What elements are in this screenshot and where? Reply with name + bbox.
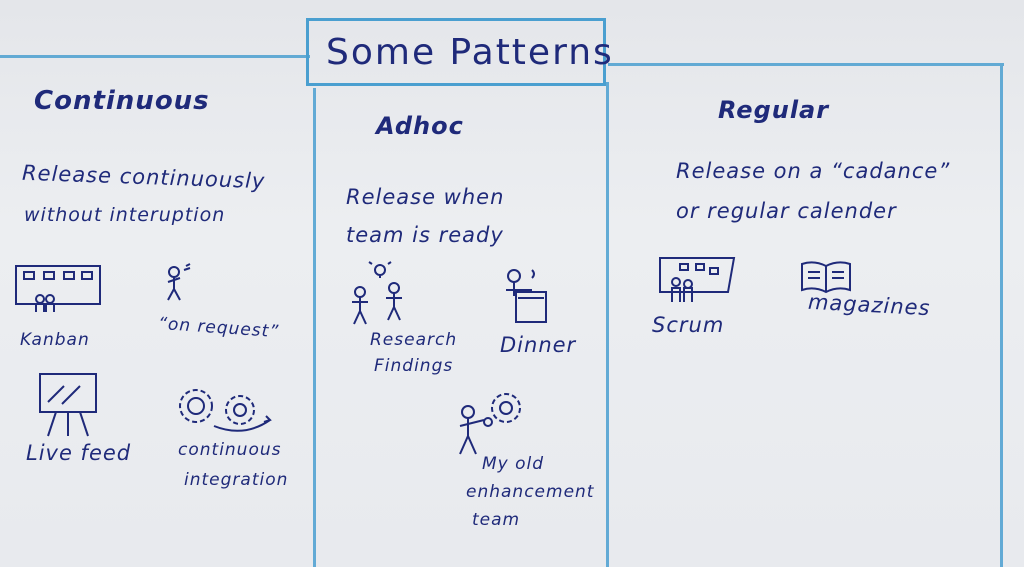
person-gear-icon bbox=[459, 393, 521, 455]
continuous-description-line1: Release continuously bbox=[21, 160, 266, 194]
gears-icon bbox=[179, 389, 272, 432]
adhoc-description-line1: Release when bbox=[346, 185, 505, 209]
title-box bbox=[306, 18, 606, 86]
regular-description-line2: or regular calender bbox=[676, 199, 897, 223]
example-label-scrum: Scrum bbox=[652, 313, 725, 337]
column-heading-regular: Regular bbox=[718, 96, 830, 124]
example-label-findings: Findings bbox=[374, 356, 454, 376]
continuous-description-line2: without interuption bbox=[24, 204, 226, 226]
example-label-dinner: Dinner bbox=[500, 333, 577, 357]
adhoc-description-line2: team is ready bbox=[346, 223, 504, 247]
person-stove-icon bbox=[506, 269, 547, 323]
people-idea-icon bbox=[352, 261, 402, 325]
kanban-board-icon bbox=[15, 265, 101, 312]
example-label-my-old: My old bbox=[482, 454, 545, 474]
top-divider-right bbox=[608, 63, 1004, 66]
middle-column-right-border bbox=[606, 82, 609, 567]
column-heading-continuous: Continuous bbox=[34, 86, 210, 116]
example-label-team: team bbox=[472, 510, 521, 530]
column-heading-adhoc: Adhoc bbox=[376, 112, 464, 140]
person-request-icon bbox=[167, 263, 191, 301]
scrum-board-icon bbox=[659, 257, 736, 302]
regular-description-line1: Release on a “cadance” bbox=[676, 159, 951, 183]
example-label-on-request: “on request” bbox=[157, 313, 280, 343]
example-label-integration: integration bbox=[184, 470, 289, 490]
example-label-kanban: Kanban bbox=[20, 330, 90, 350]
example-label-enhancement: enhancement bbox=[466, 482, 595, 502]
magazine-icon bbox=[801, 261, 851, 294]
screen-easel-icon bbox=[39, 373, 97, 437]
middle-column-left-border bbox=[313, 88, 316, 567]
example-label-continuous: continuous bbox=[178, 440, 282, 460]
top-divider-left bbox=[0, 55, 310, 58]
example-label-research: Research bbox=[370, 330, 458, 350]
example-label-magazines: magazines bbox=[807, 289, 932, 321]
right-border bbox=[1000, 66, 1003, 567]
example-label-live-feed: Live feed bbox=[26, 441, 132, 465]
page-title: Some Patterns bbox=[326, 32, 614, 73]
